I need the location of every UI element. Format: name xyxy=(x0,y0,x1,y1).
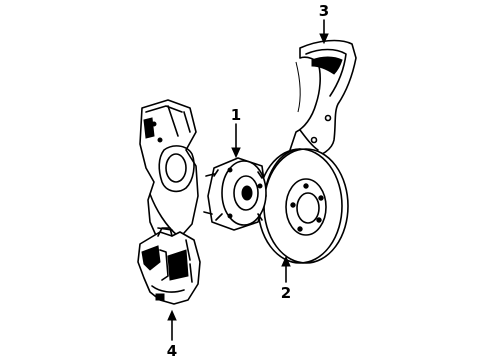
callout-rotor: 2 xyxy=(281,284,291,302)
callout-splash-shield: 3 xyxy=(319,2,329,20)
wheel-hub xyxy=(203,157,267,231)
callout-hub: 1 xyxy=(231,106,241,124)
leader-arrows xyxy=(167,19,329,341)
splash-shield xyxy=(289,39,357,161)
steering-knuckle xyxy=(139,99,199,243)
callout-caliper: 4 xyxy=(167,342,177,360)
brake-rotor xyxy=(257,148,349,264)
brake-caliper xyxy=(137,227,201,305)
